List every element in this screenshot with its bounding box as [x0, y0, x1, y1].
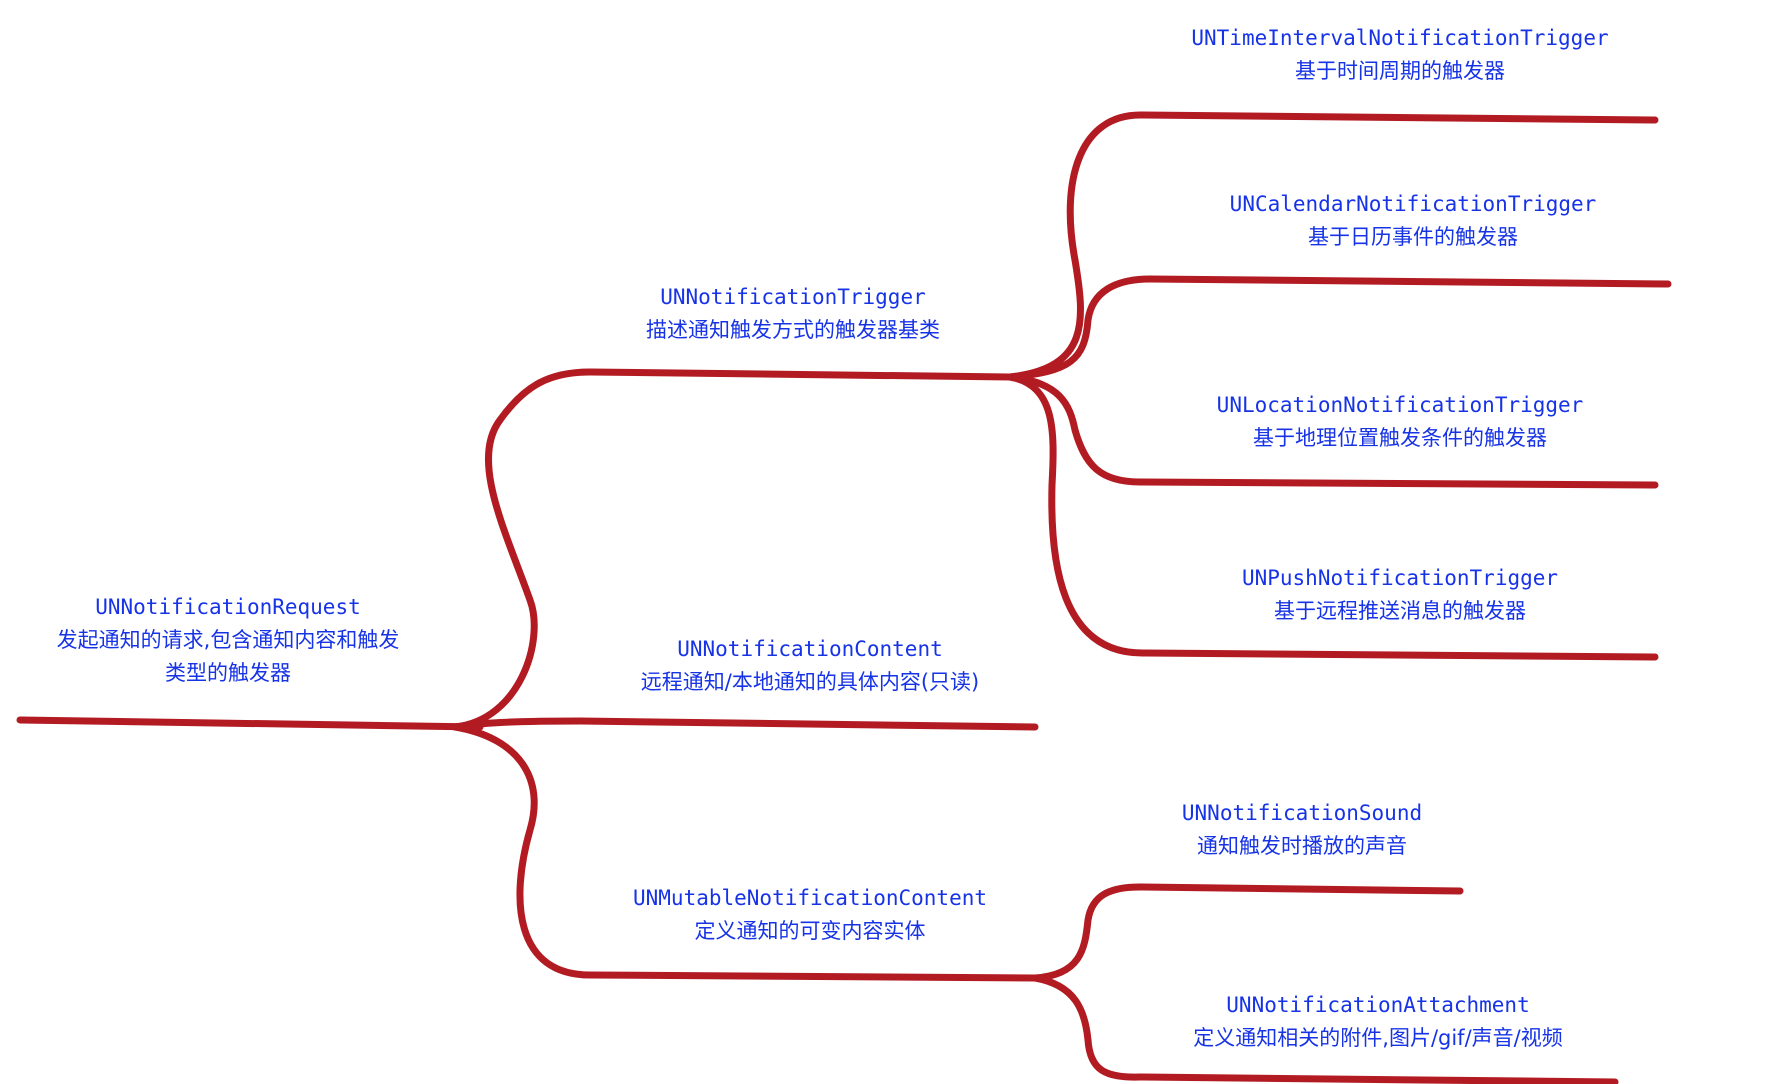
node-trigger-name: UNNotificationTrigger [660, 285, 926, 309]
node-mutable-desc: 定义通知的可变内容实体 [694, 919, 926, 943]
node-time-interval: UNTimeIntervalNotificationTrigger 基于时间周期… [1191, 22, 1608, 88]
branch-time-interval [1006, 111, 1659, 381]
node-mutable-name: UNMutableNotificationContent [632, 886, 988, 910]
node-root-name: UNNotificationRequest [95, 595, 361, 619]
branch-calendar [1006, 275, 1672, 381]
node-sound: UNNotificationSound 通知触发时播放的声音 [1182, 797, 1422, 863]
node-calendar-name: UNCalendarNotificationTrigger [1229, 192, 1597, 216]
node-root-desc-line1: 发起通知的请求,包含通知内容和触发 [56, 628, 400, 652]
node-root-desc-line2: 类型的触发器 [165, 661, 291, 685]
node-trigger-desc: 描述通知触发方式的触发器基类 [646, 318, 940, 342]
branch-mutable [451, 723, 1039, 982]
node-location-name: UNLocationNotificationTrigger [1216, 393, 1584, 417]
branch-location [1006, 373, 1659, 489]
node-root: UNNotificationRequest 发起通知的请求,包含通知内容和触发 … [57, 591, 400, 690]
node-time-interval-desc: 基于时间周期的触发器 [1294, 59, 1505, 83]
node-content-desc: 远程通知/本地通知的具体内容(只读) [640, 670, 980, 694]
node-sound-desc: 通知触发时播放的声音 [1197, 834, 1407, 858]
node-location: UNLocationNotificationTrigger 基于地理位置触发条件… [1217, 389, 1584, 455]
node-calendar: UNCalendarNotificationTrigger 基于日历事件的触发器 [1230, 188, 1597, 254]
node-trigger: UNNotificationTrigger 描述通知触发方式的触发器基类 [646, 281, 940, 347]
node-push-desc: 基于远程推送消息的触发器 [1273, 599, 1526, 623]
node-attachment-desc: 定义通知相关的附件,图片/gif/声音/视频 [1193, 1026, 1563, 1050]
branch-content [451, 717, 1039, 731]
branch-attachment [1031, 974, 1619, 1084]
node-attachment: UNNotificationAttachment 定义通知相关的附件,图片/gi… [1193, 989, 1562, 1055]
node-time-interval-name: UNTimeIntervalNotificationTrigger [1191, 26, 1609, 50]
branch-sound [1031, 883, 1464, 982]
branch-root [16, 716, 484, 731]
node-calendar-desc: 基于日历事件的触发器 [1308, 225, 1518, 249]
node-sound-name: UNNotificationSound [1181, 801, 1423, 825]
node-push: UNPushNotificationTrigger 基于远程推送消息的触发器 [1242, 562, 1558, 628]
node-location-desc: 基于地理位置触发条件的触发器 [1253, 426, 1547, 450]
node-mutable: UNMutableNotificationContent 定义通知的可变内容实体 [633, 882, 987, 948]
node-content-name: UNNotificationContent [677, 637, 943, 661]
branch-trigger [451, 368, 1014, 731]
node-content: UNNotificationContent 远程通知/本地通知的具体内容(只读) [641, 633, 979, 699]
node-attachment-name: UNNotificationAttachment [1226, 993, 1530, 1017]
branch-push [1006, 373, 1659, 661]
node-push-name: UNPushNotificationTrigger [1241, 566, 1559, 590]
